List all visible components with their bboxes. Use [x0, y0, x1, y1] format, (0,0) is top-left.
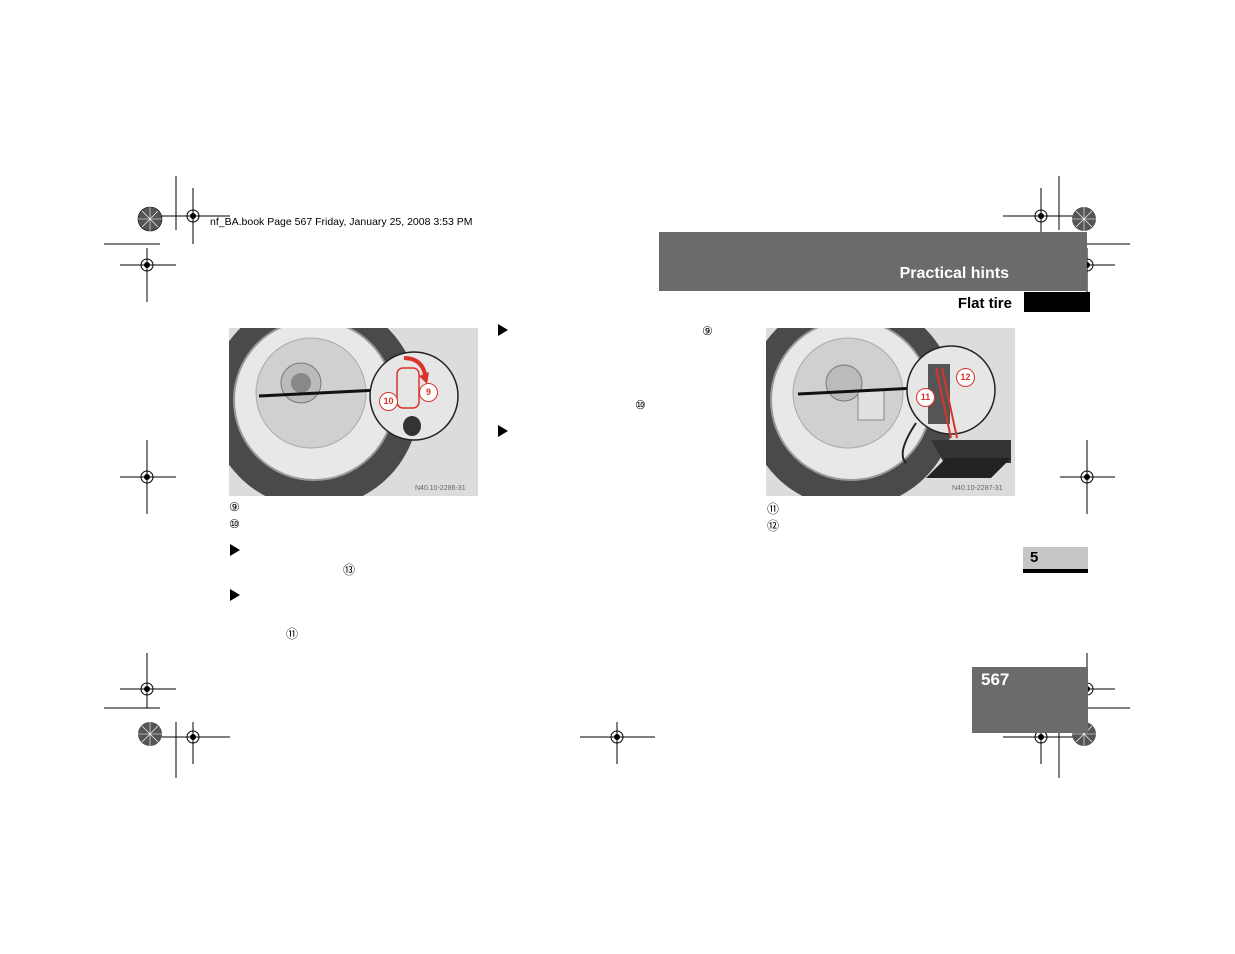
figure-right: 12 11 N40.10-2287-31: [746, 298, 1015, 508]
crosshair-mark-icon: [104, 653, 230, 778]
crosshair-mark-icon: [1003, 653, 1130, 778]
section-title: Practical hints: [899, 265, 1009, 282]
bullet-arrow-icon: [230, 544, 240, 556]
crosshair-mark-icon: [120, 440, 176, 514]
chapter-number: 5: [1030, 549, 1039, 566]
ref-13: ⑬: [343, 563, 356, 577]
section-tab: Practical hints: [659, 232, 1087, 291]
legend-ref-11: ⑪: [767, 502, 780, 516]
bullet-arrow-icon: [498, 324, 508, 336]
crosshair-mark-icon: [580, 722, 655, 764]
file-info-header: nf_BA.book Page 567 Friday, January 25, …: [210, 216, 473, 228]
wheel-illustration-left: [209, 298, 478, 508]
subsection-title: Flat tire: [957, 295, 1012, 312]
ref-10: ⑩: [635, 398, 646, 412]
bullet-arrow-icon: [498, 425, 508, 437]
callout-9: 9: [419, 383, 438, 402]
crosshair-mark-icon: [1060, 440, 1115, 514]
legend-ref-12: ⑫: [767, 519, 780, 533]
callout-11: 11: [916, 388, 935, 407]
crosshair-mark-icon: [104, 176, 230, 302]
page-number-box: 567: [972, 667, 1088, 733]
wheel-illustration-right: [746, 298, 1015, 508]
callout-12: 12: [956, 368, 975, 387]
callout-10: 10: [379, 392, 398, 411]
page-number: 567: [981, 670, 1010, 689]
ref-11: ⑪: [286, 627, 299, 641]
section-marker: [1024, 292, 1090, 312]
figure-code: N40.10-2286-31: [415, 485, 466, 492]
bullet-arrow-icon: [230, 589, 240, 601]
figure-code: N40.10-2287-31: [952, 485, 1003, 492]
chapter-tab: 5: [1023, 547, 1088, 569]
ref-9: ⑨: [702, 324, 713, 338]
legend-ref-9: ⑨: [229, 500, 240, 514]
legend-ref-10: ⑩: [229, 517, 240, 531]
chapter-underline: [1023, 569, 1088, 573]
figure-left: 9 10 N40.10-2286-31: [209, 298, 478, 508]
